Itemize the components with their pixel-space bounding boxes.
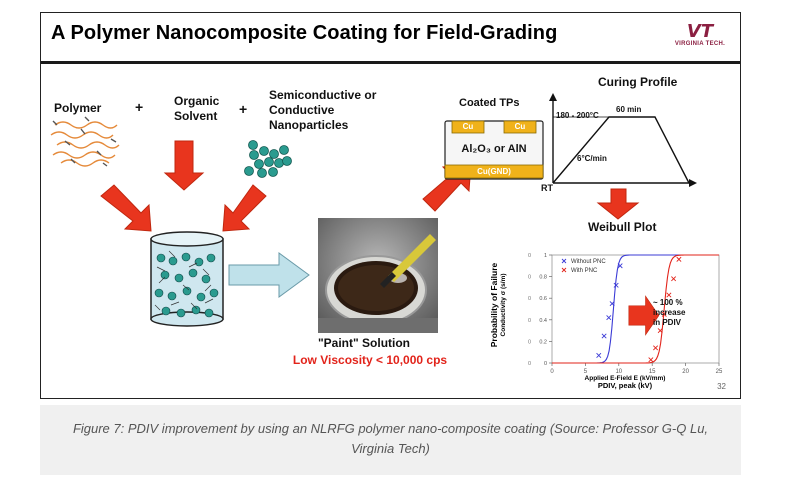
series-curve	[552, 254, 719, 364]
curing-time-label: 60 min	[616, 105, 642, 114]
process-diagram	[50, 93, 697, 327]
cu-top-left-label: Cu	[462, 122, 474, 131]
curing-temp-label: 180 - 200°C	[556, 111, 599, 120]
coated-tps-title: Coated TPs	[459, 97, 520, 109]
plus-sign-2: +	[239, 101, 248, 117]
data-point	[609, 301, 615, 307]
curing-rt-label: RT	[541, 183, 553, 193]
data-point	[613, 282, 619, 288]
plus-sign-1: +	[135, 99, 144, 115]
x-tick-label: 20	[682, 369, 689, 375]
curing-profile-title: Curing Profile	[598, 75, 678, 89]
nanoparticles-icon	[244, 140, 292, 178]
x-tick-label: 0	[550, 369, 554, 375]
solvent-label-line1: Organic	[174, 94, 220, 108]
substrate-label: Al₂O₃ or AlN	[461, 143, 527, 155]
y-tick-label-secondary: 0	[528, 339, 531, 345]
legend-label: Without PNC	[571, 259, 606, 265]
y-tick-label: 0.6	[539, 296, 547, 302]
weibull-title: Weibull Plot	[588, 220, 657, 234]
solvent-label: Organic Solvent	[174, 94, 219, 124]
down-arrow-icon	[163, 140, 205, 191]
data-point	[601, 333, 607, 339]
curing-profile-graph	[549, 93, 697, 187]
caption-line1: Figure 7: PDIV improvement by using an N…	[72, 421, 709, 436]
virginia-tech-logo: VT VIRGINIA TECH.	[670, 21, 730, 48]
slide-frame: A Polymer Nanocomposite Coating for Fiel…	[40, 12, 741, 399]
logo-text: VIRGINIA TECH.	[674, 41, 726, 47]
paint-solution-label: "Paint" Solution	[317, 336, 411, 350]
title-rule	[41, 61, 740, 64]
polymer-label: Polymer	[54, 101, 102, 115]
caption-line2: Virginia Tech)	[351, 441, 430, 456]
x-tick-label: 15	[649, 369, 656, 375]
down-arrow-weibull-icon	[596, 188, 640, 220]
legend-label: With PNC	[571, 268, 598, 274]
paint-jar-image	[318, 218, 438, 333]
y-tick-label: 1	[544, 253, 547, 259]
right-arrow-light-icon	[228, 252, 310, 298]
y-tick-label-secondary: 0	[528, 296, 531, 302]
nano-label-line1: Semiconductive or	[269, 88, 377, 102]
y-tick-label-secondary: 0	[528, 318, 531, 324]
y-tick-label: 0.8	[539, 275, 547, 281]
data-point	[596, 352, 602, 358]
diagonal-arrow-left-icon	[100, 184, 152, 232]
beaker-icon	[150, 231, 224, 327]
figure-caption: Figure 7: PDIV improvement by using an N…	[40, 419, 741, 459]
y-tick-label-secondary: 0	[528, 361, 531, 367]
polymer-strands-icon	[50, 116, 120, 167]
nano-label-line2: Conductive	[269, 103, 335, 117]
y-tick-label: 0	[544, 361, 547, 367]
annotation-line2: increase	[653, 308, 686, 317]
data-point	[653, 345, 659, 351]
data-point	[661, 311, 667, 317]
annotation-line1: ~ 100 %	[653, 298, 683, 307]
data-point	[657, 328, 663, 334]
slide-title: A Polymer Nanocomposite Coating for Fiel…	[51, 22, 558, 44]
cu-gnd-label: Cu(GND)	[477, 167, 511, 176]
data-point	[648, 357, 654, 363]
x-tick-label: 10	[615, 369, 622, 375]
annotation-line3: in PDIV	[653, 318, 682, 327]
page-number: 32	[717, 382, 726, 391]
nanoparticles-label: Semiconductive or Conductive Nanoparticl…	[269, 88, 376, 133]
legend-marker	[561, 258, 567, 264]
solvent-label-line2: Solvent	[174, 109, 218, 123]
x-tick-label: 25	[716, 369, 723, 375]
paint-solution-photo	[318, 218, 438, 333]
coated-tp-chip-icon	[444, 120, 544, 180]
chart-xlabel-secondary: PDIV, peak (kV)	[598, 381, 653, 390]
y-tick-label: 0.2	[539, 339, 547, 345]
pdiv-increase-annotation: ~ 100 % increase in PDIV	[653, 298, 685, 328]
data-point	[617, 263, 623, 269]
viscosity-label: Low Viscosity < 10,000 cps	[292, 353, 448, 367]
curing-ramp-label: 6°C/min	[577, 154, 607, 163]
legend-marker	[561, 267, 567, 273]
data-point	[666, 292, 672, 298]
y-tick-label-secondary: 0	[528, 253, 531, 259]
y-tick-label: 0.4	[539, 318, 547, 324]
chart-ylabel-primary: Probability of Failure	[489, 262, 499, 347]
diagonal-arrow-right-icon	[222, 184, 267, 232]
nano-label-line3: Nanoparticles	[269, 118, 349, 132]
chart-xlabel-primary: Applied E-Field E (kV/mm)	[585, 375, 666, 382]
data-point	[606, 315, 612, 321]
data-point	[671, 276, 677, 282]
y-tick-label-secondary: 0	[528, 275, 531, 281]
logo-mark: VT	[686, 21, 714, 42]
figure-caption-box: Figure 7: PDIV improvement by using an N…	[40, 405, 741, 475]
chart-ylabel-secondary: Conductivity σ (s/m)	[500, 274, 507, 337]
data-point	[676, 256, 682, 262]
cu-top-right-label: Cu	[514, 122, 526, 131]
pdiv-shift-arrow-icon	[628, 295, 660, 336]
x-tick-label: 5	[584, 369, 588, 375]
